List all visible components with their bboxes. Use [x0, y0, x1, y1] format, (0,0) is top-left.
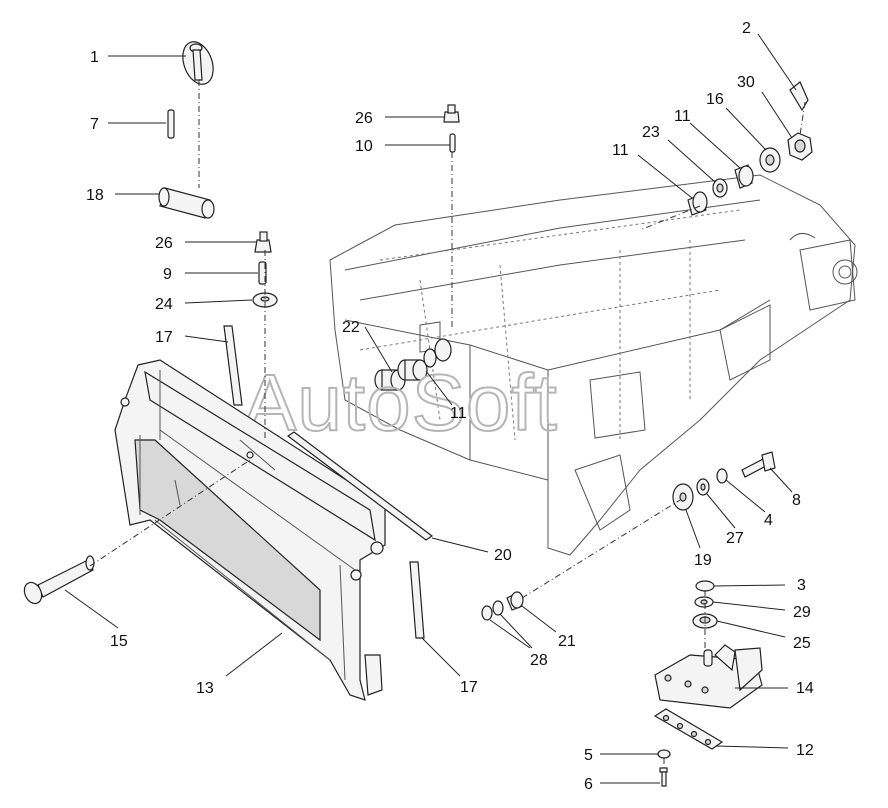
- washer-5: [657, 749, 671, 759]
- callout-15: 15: [110, 633, 128, 650]
- lynch-pin: [182, 41, 214, 85]
- callout-11b: 11: [674, 108, 691, 125]
- bushing-21: [506, 591, 524, 611]
- spring-pin-7: [167, 109, 175, 139]
- callout-29: 29: [793, 604, 811, 621]
- pin-10: [449, 133, 456, 153]
- callout-5: 5: [584, 747, 593, 764]
- strip-20: [286, 431, 434, 541]
- callout-16: 16: [706, 91, 724, 108]
- ring-23: [712, 178, 728, 198]
- callout-3: 3: [797, 577, 806, 594]
- callout-8: 8: [792, 492, 801, 509]
- callout-1: 1: [90, 49, 99, 66]
- cotter-pin-2: [789, 81, 809, 112]
- callout-28: 28: [530, 652, 548, 669]
- callout-10: 10: [355, 138, 373, 155]
- callout-9: 9: [163, 266, 172, 283]
- side-panel: [114, 359, 386, 701]
- callout-6: 6: [584, 776, 593, 793]
- washers-28: [481, 600, 504, 621]
- callout-27: 27: [726, 530, 744, 547]
- pin-9: [258, 261, 267, 285]
- callout-12: 12: [796, 742, 814, 759]
- callout-4: 4: [764, 512, 773, 529]
- watermark-text: AutoSoft: [243, 358, 558, 447]
- ring-29: [694, 596, 714, 608]
- bracket-14: [654, 644, 763, 709]
- callout-2: 2: [742, 20, 751, 37]
- bushing-group-left: [374, 338, 452, 391]
- callout-13: 13: [196, 680, 214, 697]
- callout-30: 30: [737, 74, 755, 91]
- nut-30: [787, 132, 813, 161]
- washer-4: [716, 468, 728, 484]
- leader-lines: [64, 33, 797, 784]
- grease-fitting-26a: [254, 231, 272, 253]
- assembly-lines: [89, 80, 806, 768]
- callout-11c: 11: [612, 142, 629, 159]
- bolt-6: [659, 767, 668, 787]
- callout-24: 24: [155, 296, 173, 313]
- washer-27: [696, 478, 710, 496]
- callout-17a: 17: [155, 329, 173, 346]
- callout-23: 23: [642, 124, 660, 141]
- bolt-8: [741, 451, 776, 478]
- callout-7: 7: [90, 116, 99, 133]
- strip-17-lower: [409, 561, 425, 639]
- bushing-11-right: [734, 164, 754, 189]
- callout-17b: 17: [460, 679, 478, 696]
- main-frame: [329, 174, 858, 556]
- pin-15: [23, 555, 95, 605]
- washer-19: [672, 483, 694, 511]
- callout-26a: 26: [155, 235, 173, 252]
- callout-14: 14: [796, 680, 814, 697]
- callout-18: 18: [86, 187, 104, 204]
- callout-19: 19: [694, 552, 712, 569]
- callout-labels: 1 7 18 26 9 24 17 26 10 22 11 2 30 16 11…: [86, 20, 814, 793]
- callout-22: 22: [342, 319, 360, 336]
- washer-16: [759, 147, 781, 173]
- pin-18: [158, 187, 215, 219]
- callout-21: 21: [558, 633, 576, 650]
- callout-11a: 11: [450, 405, 467, 422]
- callout-25: 25: [793, 635, 811, 652]
- plate-12: [653, 708, 724, 750]
- strip-17-upper: [223, 325, 243, 406]
- ring-3: [695, 580, 715, 592]
- callout-26b: 26: [355, 110, 373, 127]
- bushing-11-left: [687, 191, 708, 216]
- grease-fitting-26b: [443, 104, 460, 123]
- callout-20: 20: [494, 547, 512, 564]
